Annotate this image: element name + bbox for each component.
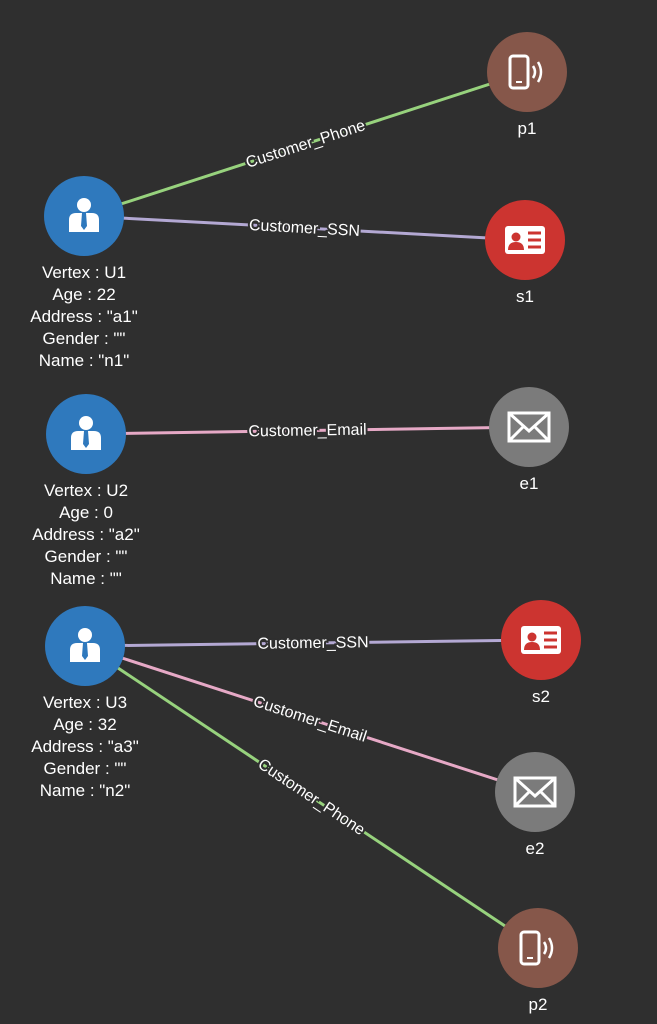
edge-line[interactable] — [84, 644, 539, 950]
edge-customer-ssn[interactable]: Customer_SSN — [83, 214, 526, 242]
edge-customer-phone[interactable]: Customer_Phone — [83, 70, 528, 218]
person-badge-icon — [69, 198, 99, 232]
vertex-node-p2[interactable]: p2 — [498, 908, 578, 1014]
envelope-icon — [507, 411, 551, 443]
edge-label: Customer_SSN — [257, 634, 368, 652]
envelope-icon — [513, 776, 557, 808]
vertex-property-label: Gender : "" — [45, 547, 128, 566]
vertex-node-s1[interactable]: s1 — [485, 200, 565, 306]
person-badge-icon — [71, 416, 101, 450]
vertex-node-u2[interactable]: Vertex : U2 Age : 0 Address : "a2" Gender :… — [32, 394, 140, 588]
id-card-icon — [521, 626, 561, 654]
vertex-property-label: Name : "n1" — [39, 351, 130, 370]
edge-customer-email[interactable]: Customer_Email — [85, 420, 530, 442]
edge-line[interactable] — [83, 70, 528, 218]
vertex-property-label: Gender : "" — [43, 329, 126, 348]
vertex-id-label: p1 — [518, 119, 537, 138]
vertex-id-label: e2 — [526, 839, 545, 858]
vertex-node-e1[interactable]: e1 — [489, 387, 569, 493]
vertex-property-label: Vertex : U3 — [43, 693, 127, 712]
vertex-id-label: s1 — [516, 287, 534, 306]
vertex-id-label: s2 — [532, 687, 550, 706]
mobile-phone-icon — [508, 54, 543, 90]
id-card-icon — [505, 226, 545, 254]
edge-label: Customer_SSN — [249, 217, 361, 240]
vertex-property-label: Age : 32 — [53, 715, 116, 734]
vertex-property-label: Vertex : U1 — [42, 263, 126, 282]
vertex-property-label: Gender : "" — [44, 759, 127, 778]
edge-label: Customer_Email — [248, 422, 367, 441]
person-badge-icon — [70, 628, 100, 662]
edge-line[interactable] — [84, 638, 542, 648]
vertex-property-label: Address : "a1" — [30, 307, 138, 326]
vertex-property-label: Age : 0 — [59, 503, 113, 522]
edge-label: Customer_Email — [251, 693, 369, 746]
edge-customer-ssn[interactable]: Customer_SSN — [84, 632, 542, 655]
vertex-property-label: Name : "n2" — [40, 781, 131, 800]
vertex-node-u1[interactable]: Vertex : U1 Age : 22 Address : "a1" Gender … — [30, 176, 138, 370]
vertex-node-s2[interactable]: s2 — [501, 600, 581, 706]
edge-line[interactable] — [83, 214, 526, 242]
edge-line[interactable] — [84, 644, 536, 794]
edge-customer-phone[interactable]: Customer_Phone — [84, 644, 539, 950]
vertex-node-e2[interactable]: e2 — [495, 752, 575, 858]
mobile-phone-icon — [519, 930, 554, 966]
vertex-property-label: Age : 22 — [52, 285, 115, 304]
edge-customer-email[interactable]: Customer_Email — [84, 644, 536, 794]
vertex-node-u3[interactable]: Vertex : U3 Age : 32 Address : "a3" Gender … — [31, 606, 139, 800]
vertex-circle[interactable] — [495, 752, 575, 832]
vertex-property-label: Address : "a2" — [32, 525, 140, 544]
vertex-id-label: e1 — [520, 474, 539, 493]
vertex-property-label: Name : "" — [50, 569, 122, 588]
edge-line[interactable] — [85, 425, 530, 436]
vertex-node-p1[interactable]: p1 — [487, 32, 567, 138]
nodes-layer: Vertex : U1 Age : 22 Address : "a1" Gender … — [30, 32, 581, 1014]
vertex-circle[interactable] — [489, 387, 569, 467]
vertex-id-label: p2 — [529, 995, 548, 1014]
edges-layer: Customer_PhoneCustomer_SSNCustomer_Email… — [83, 70, 542, 950]
vertex-property-label: Vertex : U2 — [44, 481, 128, 500]
vertex-property-label: Address : "a3" — [31, 737, 139, 756]
edge-label: Customer_Phone — [255, 756, 368, 839]
edge-label: Customer_Phone — [244, 117, 368, 172]
